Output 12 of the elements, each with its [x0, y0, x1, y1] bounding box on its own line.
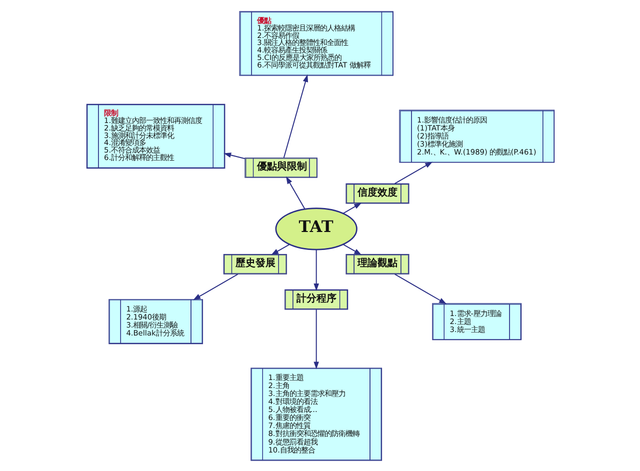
arrow: [342, 243, 362, 255]
arrow: [270, 243, 290, 255]
arrow: [286, 176, 305, 210]
arrow: [313, 248, 318, 291]
arrow: [223, 152, 245, 159]
arrow: [342, 202, 362, 214]
arrow: [394, 161, 432, 184]
arrow: [313, 308, 318, 369]
arrow: [394, 273, 446, 304]
node-ellipse: TAT: [274, 207, 357, 250]
arrow: [192, 273, 238, 300]
arrow: [282, 74, 308, 158]
